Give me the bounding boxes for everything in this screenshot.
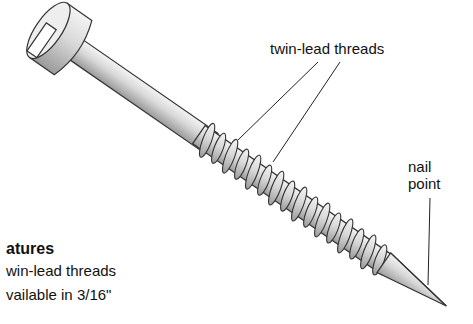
leader-line xyxy=(238,62,318,140)
callout-label: vailable in 3/16" xyxy=(6,286,111,303)
screw-threads xyxy=(189,120,397,280)
leader-lines xyxy=(238,62,430,285)
thread-core xyxy=(193,126,395,275)
leader-line xyxy=(273,62,340,162)
leader-line xyxy=(428,198,430,285)
callout-label: nail point xyxy=(408,158,454,193)
callout-label: win-lead threads xyxy=(6,262,116,279)
screw-head-top xyxy=(19,0,78,65)
nail-point xyxy=(377,253,453,316)
callout-label: twin-lead threads xyxy=(270,40,384,57)
heading-text: atures xyxy=(6,240,54,258)
screw-shank xyxy=(65,37,218,154)
screw-slot xyxy=(27,23,56,58)
